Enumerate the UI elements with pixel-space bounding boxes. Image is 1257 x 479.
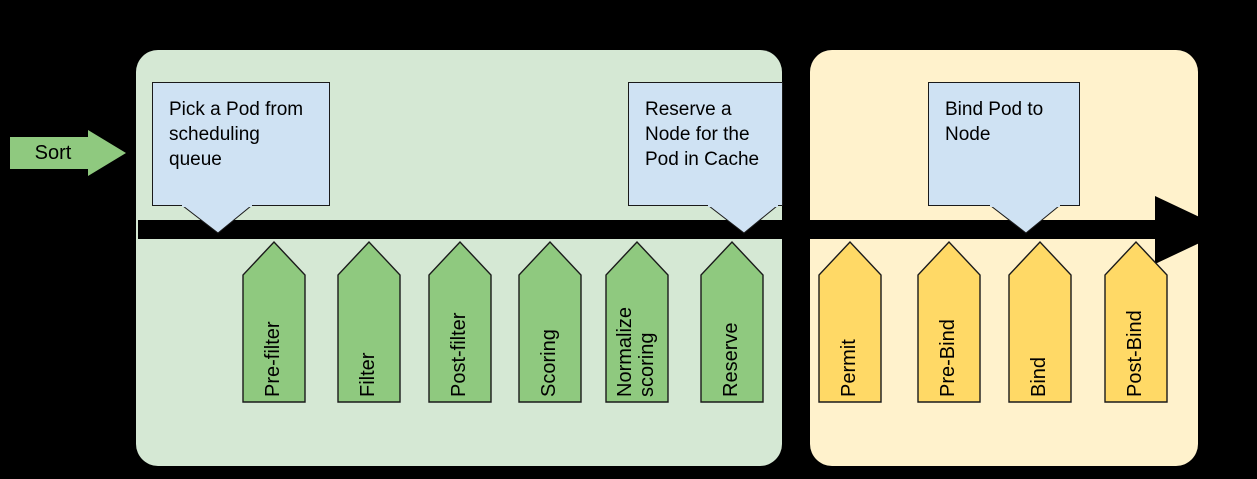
- plugin-reserve[interactable]: Reserve: [700, 240, 764, 403]
- callout-pick-pod-tail: [181, 205, 253, 234]
- plugin-pre-filter[interactable]: Pre-filter: [242, 240, 306, 403]
- callout-reserve-node-tail: [707, 205, 779, 234]
- plugin-post-bind-label: Post-Bind: [1124, 310, 1147, 397]
- timeline-bar: [138, 220, 1203, 239]
- scheduling-cycle-caption: Scheduling Cycle: [136, 470, 782, 479]
- plugin-bind-label: Bind: [1028, 356, 1051, 397]
- plugin-filter-label: Filter: [357, 352, 380, 397]
- plugin-normalize-scoring-label: Normalize scoring: [614, 306, 658, 397]
- plugin-bind[interactable]: Bind: [1008, 240, 1072, 403]
- callout-bind-pod-tail: [989, 205, 1061, 234]
- plugin-reserve-label: Reserve: [720, 322, 743, 397]
- plugin-normalize-scoring[interactable]: Normalize scoring: [605, 240, 669, 403]
- plugin-pre-bind-label: Pre-Bind: [937, 319, 960, 397]
- callout-reserve-node-text: Reserve a Node for the Pod in Cache: [628, 82, 783, 206]
- binding-cycle-caption: Binding Cycle: [810, 470, 1198, 479]
- plugin-post-filter-label: Post-filter: [448, 312, 471, 397]
- plugin-pre-filter-label: Pre-filter: [262, 321, 285, 397]
- plugin-permit-label: Permit: [838, 339, 861, 397]
- sort-arrow-label: Sort: [34, 141, 72, 164]
- plugin-scoring[interactable]: Scoring: [518, 240, 582, 403]
- plugin-permit[interactable]: Permit: [818, 240, 882, 403]
- plugin-post-filter[interactable]: Post-filter: [428, 240, 492, 403]
- callout-pick-pod-text: Pick a Pod from scheduling queue: [152, 82, 330, 206]
- plugin-scoring-label: Scoring: [538, 329, 561, 397]
- callout-bind-pod-text: Bind Pod to Node: [928, 82, 1080, 206]
- plugin-post-bind[interactable]: Post-Bind: [1104, 240, 1168, 403]
- plugin-pre-bind[interactable]: Pre-Bind: [917, 240, 981, 403]
- plugin-filter[interactable]: Filter: [337, 240, 401, 403]
